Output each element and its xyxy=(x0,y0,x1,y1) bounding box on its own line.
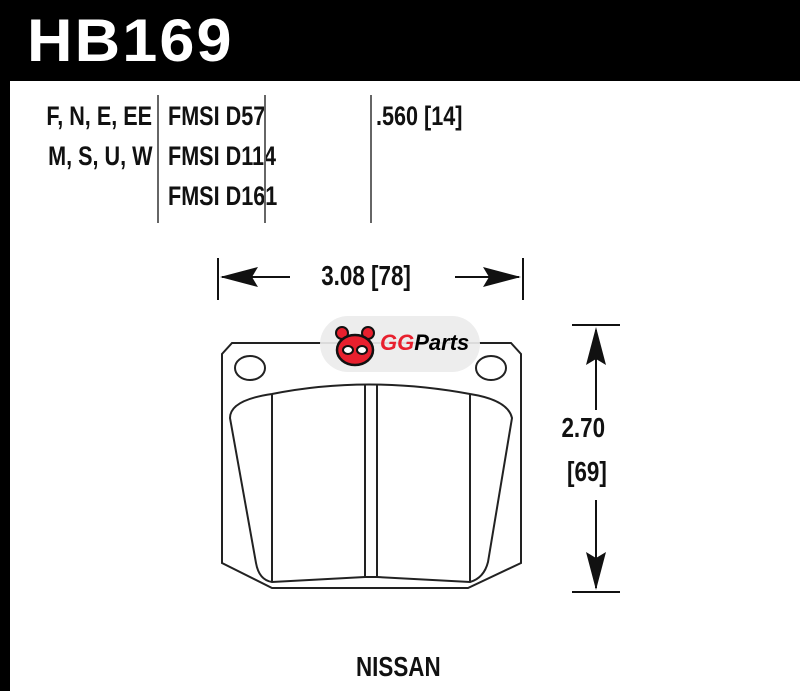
height-label-inches: 2.70 xyxy=(561,412,606,443)
width-dimension-lines xyxy=(217,258,620,593)
watermark-parts: Parts xyxy=(414,330,470,355)
pad-outline xyxy=(221,342,522,589)
watermark-text: GGParts xyxy=(380,330,469,356)
arrowheads xyxy=(220,267,606,590)
height-label-mm: [69] xyxy=(566,456,607,487)
fmsi-number: FMSI D114 xyxy=(168,141,277,171)
left-border xyxy=(0,0,10,691)
divider xyxy=(370,95,372,223)
divider xyxy=(157,95,159,223)
fmsi-number: FMSI D57 xyxy=(168,101,266,131)
thickness: .560 [14] xyxy=(376,101,463,131)
compound-line: F, N, E, EE xyxy=(46,101,152,131)
divider xyxy=(264,95,266,223)
fmsi-number: FMSI D161 xyxy=(168,181,278,211)
watermark-gg: GG xyxy=(380,330,415,355)
width-label: 3.08 [78] xyxy=(321,260,411,291)
compound-line: M, S, U, W xyxy=(47,141,152,171)
part-number: HB169 xyxy=(27,7,234,74)
header-bar xyxy=(0,0,800,81)
vehicle-make: NISSAN xyxy=(356,651,441,682)
watermark-logo: GGParts xyxy=(320,316,480,372)
bear-icon xyxy=(335,326,375,367)
